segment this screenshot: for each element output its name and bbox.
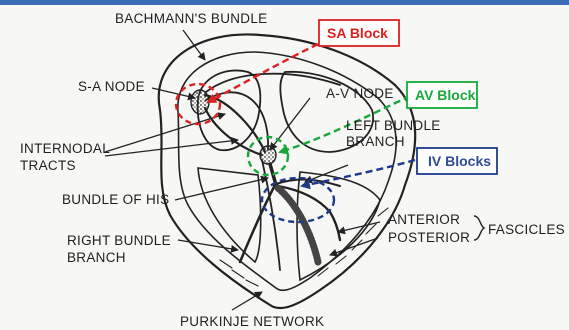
iv-block-arrow (302, 160, 415, 186)
label-bundle-of-his: BUNDLE OF HIS (62, 192, 169, 207)
bachmanns-bundle-path (206, 74, 340, 92)
fascicles-brace (474, 216, 484, 240)
iv-block-box: IV Blocks (417, 148, 497, 174)
heart-illustration (159, 34, 416, 308)
sa-block-box: SA Block (319, 20, 399, 46)
label-left-bundle-line1: LEFT BUNDLE (346, 118, 441, 133)
label-fascicles: FASCICLES (488, 222, 565, 237)
label-anterior: ANTERIOR (388, 212, 460, 227)
label-posterior: POSTERIOR (388, 230, 470, 245)
label-internodal-line2: TRACTS (20, 158, 76, 173)
av-block-box: AV Block (407, 82, 477, 108)
av-node (260, 146, 276, 164)
label-av-node: A-V NODE (326, 86, 394, 101)
label-purkinje-network: PURKINJE NETWORK (180, 314, 324, 329)
label-right-bundle-line1: RIGHT BUNDLE (67, 233, 171, 248)
block-highlights (176, 44, 415, 222)
right-bundle-branch-path (240, 185, 275, 262)
sa-block-label: SA Block (327, 25, 388, 41)
label-right-bundle-line2: BRANCH (67, 250, 126, 265)
label-internodal-line1: INTERNODAL (20, 141, 110, 156)
av-block-label: AV Block (415, 87, 476, 103)
iv-block-label: IV Blocks (428, 153, 491, 169)
label-left-bundle-line2: BRANCH (346, 134, 405, 149)
label-sa-node: S-A NODE (78, 79, 145, 94)
heart-outer-wall (159, 34, 416, 308)
label-bachmanns-bundle: BACHMANN'S BUNDLE (115, 11, 267, 26)
